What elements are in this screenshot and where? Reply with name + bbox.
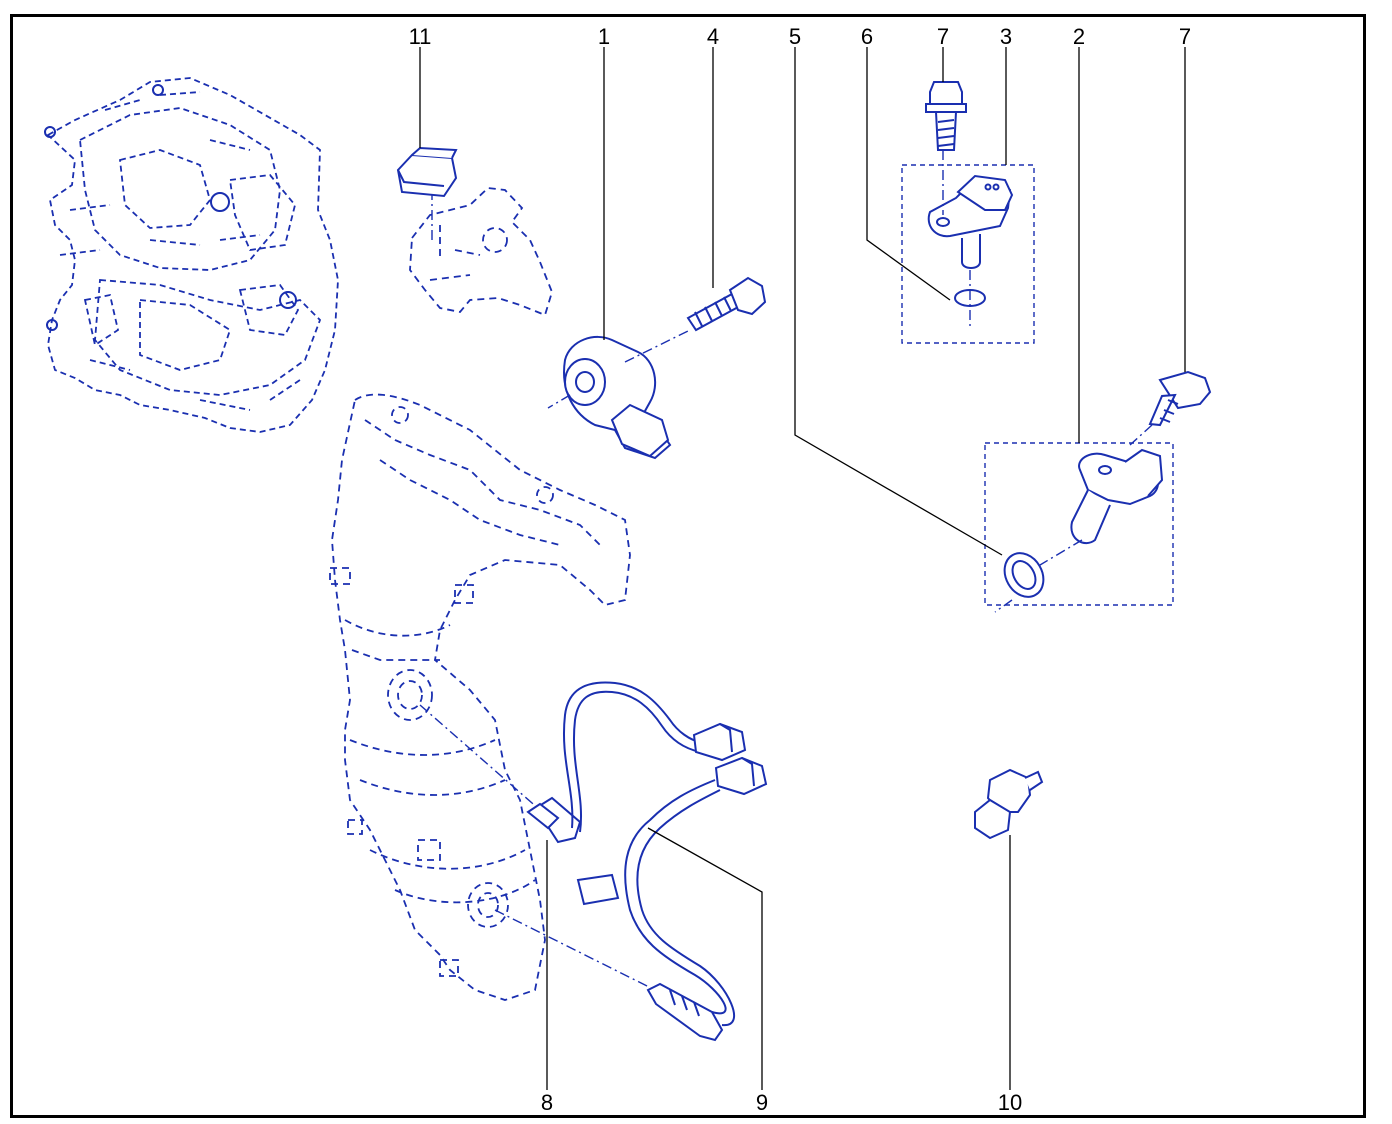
callout-11: 11	[409, 24, 432, 49]
callout-4: 4	[707, 24, 719, 49]
callout-9: 9	[756, 1090, 768, 1115]
callout-2: 2	[1073, 24, 1085, 49]
part-9-downstream-o2-sensor	[494, 756, 768, 1042]
engine-block	[44, 77, 339, 433]
part-11-sensor-bracket	[396, 146, 553, 317]
callout-labels: 11 1 4 5 6 7 3 2 7 8 9 10	[409, 24, 1192, 1115]
part-10-switch	[974, 768, 1044, 840]
leader-lines	[419, 47, 1186, 1090]
part-2-crank-sensor	[984, 424, 1174, 613]
callout-10: 10	[998, 1090, 1022, 1115]
part-3-cam-sensor	[901, 150, 1035, 344]
callout-3: 3	[1000, 24, 1012, 49]
part-7-bolt-top	[925, 81, 967, 151]
exhaust-manifold	[329, 393, 631, 1001]
callout-1: 1	[598, 24, 610, 49]
callout-6: 6	[861, 24, 873, 49]
part-1-knock-sensor	[547, 329, 691, 460]
callout-7-top: 7	[937, 24, 949, 49]
callout-8: 8	[541, 1090, 553, 1115]
part-8-upstream-o2-sensor	[419, 681, 747, 844]
callout-5: 5	[789, 24, 801, 49]
diagram-frame	[10, 14, 1366, 1118]
callout-7-right: 7	[1179, 24, 1191, 49]
part-4-bolt	[686, 276, 767, 332]
part-7-bolt-right	[1148, 370, 1212, 427]
